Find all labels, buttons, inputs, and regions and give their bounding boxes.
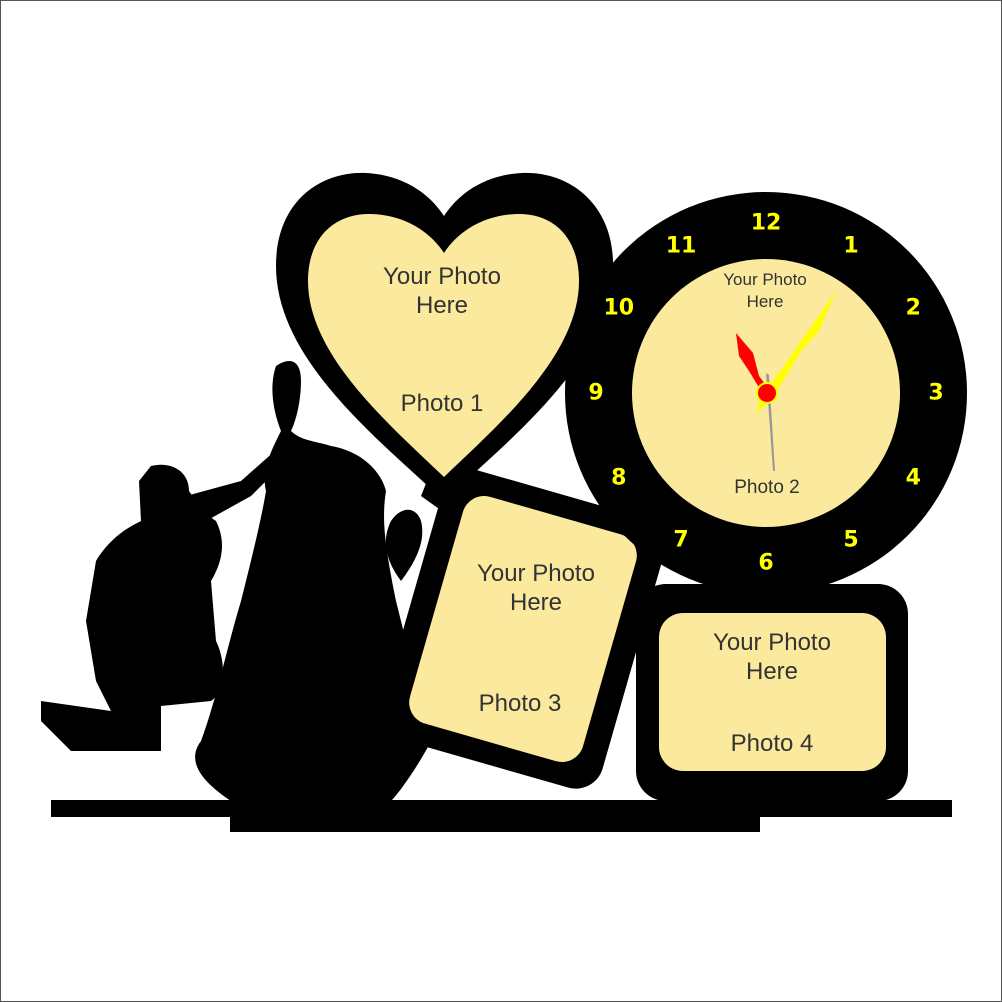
photo-3-slot[interactable] <box>404 491 642 767</box>
photo-4-placeholder-line1: Your Photo <box>713 629 831 656</box>
couple-silhouette <box>41 361 431 801</box>
clock-numeral-5: 5 <box>843 528 858 553</box>
clock-numeral-8: 8 <box>611 466 626 491</box>
photo-3-label: Photo 3 <box>479 690 562 717</box>
clock-numeral-4: 4 <box>906 466 921 491</box>
clock-numeral-3: 3 <box>928 381 943 406</box>
minute-hand <box>756 291 836 414</box>
base-shelf <box>51 800 952 817</box>
clock-numeral-1: 1 <box>843 233 858 258</box>
photo-1-label: Photo 1 <box>401 390 484 417</box>
clock-numeral-12: 12 <box>751 211 782 236</box>
clock-numeral-7: 7 <box>673 528 688 553</box>
clock-numeral-6: 6 <box>758 551 773 576</box>
photo-1-placeholder-line1: Your Photo <box>383 263 501 290</box>
photo-3-placeholder-line2: Here <box>510 589 562 616</box>
photo-3-placeholder-line1: Your Photo <box>477 560 595 587</box>
photo-2-placeholder-line1: Your Photo <box>723 270 807 289</box>
photo-1-placeholder-line2: Here <box>416 292 468 319</box>
photo-2-placeholder-line2: Here <box>747 292 784 311</box>
photo-4-placeholder-line2: Here <box>746 658 798 685</box>
photo-3-frame <box>380 469 666 789</box>
photo-2-label: Photo 2 <box>734 477 800 498</box>
clock-numeral-9: 9 <box>588 381 603 406</box>
photo-4-slot[interactable] <box>659 613 886 771</box>
clock-numeral-11: 11 <box>666 233 697 258</box>
clock-numeral-2: 2 <box>906 296 921 321</box>
clock-center-cap <box>756 382 778 404</box>
photo-1-slot[interactable] <box>308 213 579 477</box>
hour-hand <box>736 333 774 399</box>
photo-4-label: Photo 4 <box>731 730 814 757</box>
base-foot <box>230 815 760 832</box>
clock-numeral-10: 10 <box>603 296 634 321</box>
